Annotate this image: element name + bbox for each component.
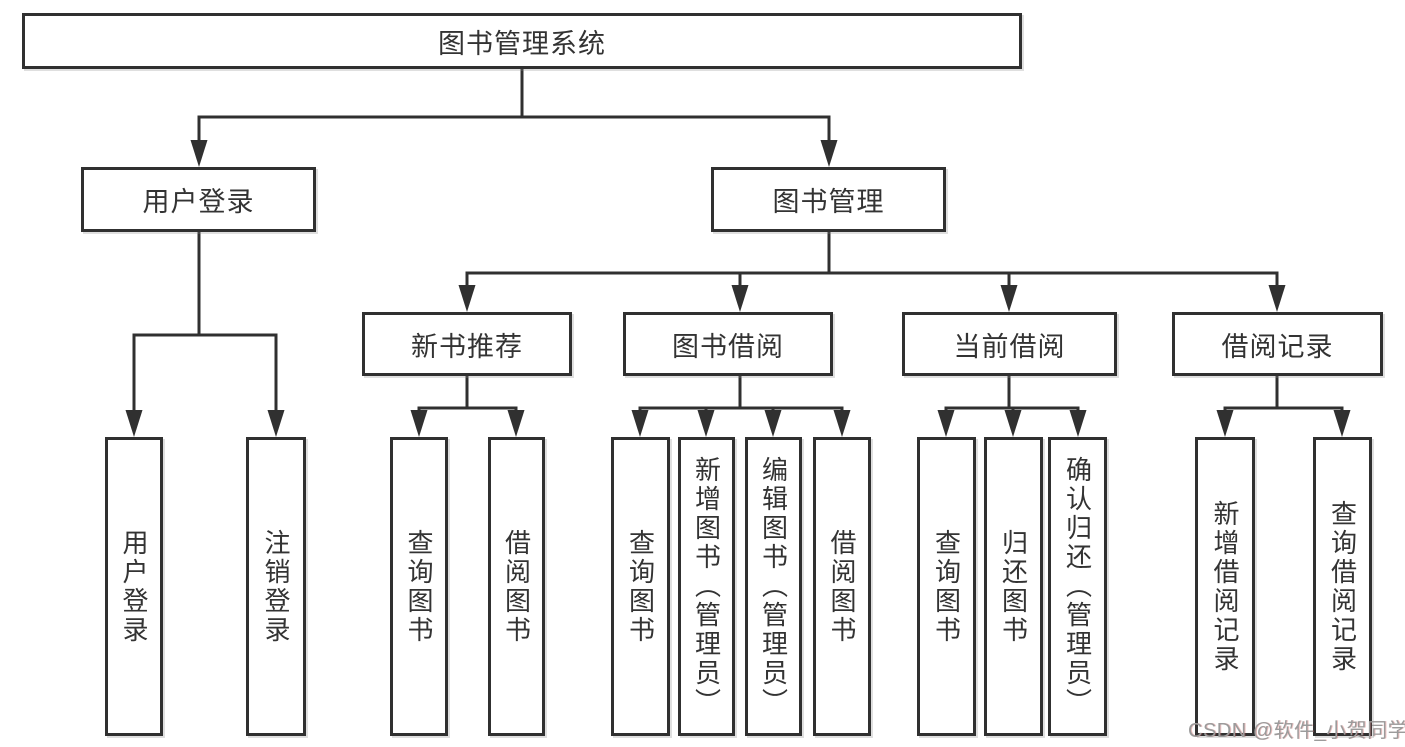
leaf-query-books-recommend-label: 查询图书 xyxy=(404,528,434,645)
node-book-borrow-label: 图书借阅 xyxy=(672,331,784,362)
arrowheads xyxy=(125,140,1351,437)
leaf-query-borrow-record-label: 查询借阅记录 xyxy=(1327,499,1358,674)
leaf-borrow-books-borrow-label: 借阅图书 xyxy=(827,528,857,645)
leaf-query-books-current: 查询图书 xyxy=(917,437,976,736)
leaf-edit-book-admin: 编辑图书（管理员） xyxy=(745,437,802,736)
node-borrow-records: 借阅记录 xyxy=(1172,312,1383,376)
leaf-return-book: 归还图书 xyxy=(984,437,1043,736)
leaf-borrow-books-recommend-label: 借阅图书 xyxy=(501,528,532,645)
node-root-label: 图书管理系统 xyxy=(438,28,606,59)
leaf-query-books-borrow-label: 查询图书 xyxy=(625,528,656,645)
leaf-borrow-books-borrow: 借阅图书 xyxy=(813,437,871,736)
leaf-confirm-return-admin: 确认归还（管理员） xyxy=(1048,437,1107,736)
leaf-query-books-borrow: 查询图书 xyxy=(611,437,670,736)
arrow-down-icon xyxy=(1000,285,1018,312)
node-book-management-label: 图书管理 xyxy=(772,187,885,217)
arrow-down-icon xyxy=(190,140,208,167)
arrow-down-icon xyxy=(697,410,715,437)
arrow-down-icon xyxy=(631,410,649,437)
arrow-down-icon xyxy=(458,285,476,312)
leaf-return-book-label: 归还图书 xyxy=(998,528,1029,645)
leaf-add-borrow-record: 新增借阅记录 xyxy=(1195,437,1255,736)
leaf-query-books-current-label: 查询图书 xyxy=(931,528,962,645)
node-new-book-recommend-label: 新书推荐 xyxy=(411,331,523,362)
arrow-down-icon xyxy=(764,410,782,437)
arrow-down-icon xyxy=(820,140,838,167)
leaf-query-books-recommend: 查询图书 xyxy=(390,437,448,736)
node-current-borrow-label: 当前借阅 xyxy=(953,331,1066,362)
arrow-down-icon xyxy=(937,410,955,437)
arrow-down-icon xyxy=(1069,410,1087,437)
node-book-management: 图书管理 xyxy=(711,167,946,232)
arrow-down-icon xyxy=(125,410,143,437)
arrow-down-icon xyxy=(1216,410,1234,437)
arrow-down-icon xyxy=(1004,410,1022,437)
arrow-down-icon xyxy=(833,410,851,437)
node-book-borrow: 图书借阅 xyxy=(623,312,833,376)
leaf-borrow-books-recommend: 借阅图书 xyxy=(488,437,545,736)
leaf-add-book-admin: 新增图书（管理员） xyxy=(678,437,735,736)
node-borrow-records-label: 借阅记录 xyxy=(1221,331,1334,362)
leaf-logout-label: 注销登录 xyxy=(261,528,291,645)
leaf-confirm-return-admin-label: 确认归还（管理员） xyxy=(1062,456,1093,717)
arrow-down-icon xyxy=(507,410,525,437)
leaf-user-login: 用户登录 xyxy=(105,437,163,736)
leaf-user-login-label: 用户登录 xyxy=(119,528,149,645)
csdn-watermark: CSDN @软件_小贺同学 xyxy=(1188,720,1405,742)
leaf-logout: 注销登录 xyxy=(246,437,306,736)
node-current-borrow: 当前借阅 xyxy=(902,312,1117,376)
arrow-down-icon xyxy=(731,285,749,312)
node-user-login: 用户登录 xyxy=(81,167,316,232)
leaf-add-borrow-record-label: 新增借阅记录 xyxy=(1210,499,1240,674)
leaf-edit-book-admin-label: 编辑图书（管理员） xyxy=(758,456,789,717)
arrow-down-icon xyxy=(1268,285,1286,312)
node-new-book-recommend: 新书推荐 xyxy=(362,312,572,376)
leaf-query-borrow-record: 查询借阅记录 xyxy=(1313,437,1372,736)
arrow-down-icon xyxy=(410,410,428,437)
leaf-add-book-admin-label: 新增图书（管理员） xyxy=(691,456,722,717)
node-user-login-label: 用户登录 xyxy=(142,187,255,217)
node-root: 图书管理系统 xyxy=(22,13,1022,69)
arrow-down-icon xyxy=(1333,410,1351,437)
arrow-down-icon xyxy=(267,410,285,437)
